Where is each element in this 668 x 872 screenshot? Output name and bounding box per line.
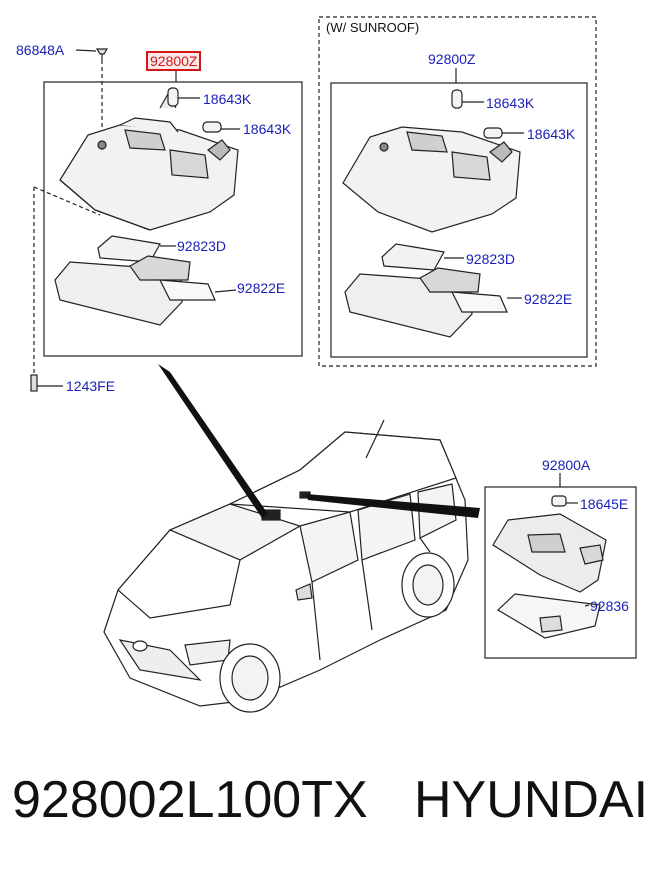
label-sunroof-caption: (W/ SUNROOF) [326, 20, 420, 35]
label-sunroof-assy-92800z: 92800Z [428, 51, 476, 67]
label-bulb-18643k-side: 18643K [243, 121, 292, 137]
label-lens-92823d: 92823D [177, 238, 227, 254]
sunroof-lens-cover-plate-icon [344, 267, 522, 338]
lens-cover-plate-icon [54, 255, 237, 326]
screw-1243fe-icon [30, 374, 63, 392]
label-sunroof-lens-92822e: 92822E [524, 291, 573, 307]
lens-92823d-icon [97, 235, 176, 263]
part-number-text: 928002L100TX [12, 771, 368, 829]
sunroof-bulb-18643k-icon [451, 89, 484, 109]
bolt-86848a-icon [95, 48, 109, 140]
sunroof-assy-frame [330, 82, 588, 358]
label-sunroof-bulb-18643k-top: 18643K [486, 95, 535, 111]
label-rear-bulb-18645e: 18645E [580, 496, 629, 512]
bulb-18643k-side-icon [202, 121, 240, 133]
pointer-to-rear-lamp [306, 494, 480, 518]
brand-text: HYUNDAI [414, 771, 649, 829]
label-main-assy-92800z[interactable]: 92800Z [146, 51, 202, 71]
bulb-18643k-icon [167, 87, 200, 107]
label-rear-assy-92800a: 92800A [542, 457, 591, 473]
label-bolt-86848a: 86848A [16, 42, 65, 58]
sunroof-lens-92823d-icon [381, 243, 464, 271]
label-bulb-18643k-top: 18643K [203, 91, 252, 107]
bulb-18645e-icon [551, 495, 578, 507]
label-screw-1243fe: 1243FE [66, 378, 116, 394]
label-sunroof-bulb-18643k-side: 18643K [527, 126, 576, 142]
sunroof-dashed-frame [318, 16, 597, 367]
pointer-to-front-lamp [158, 364, 268, 518]
label-lens-92822e: 92822E [237, 280, 286, 296]
rear-lamp-housing-icon [492, 513, 607, 593]
sunroof-bulb-18643k-side-icon [483, 127, 524, 139]
overhead-console-housing-icon [59, 92, 239, 231]
rear-lens-92836-icon [497, 593, 601, 639]
label-rear-lens-92836: 92836 [590, 598, 629, 614]
car-illustration-icon [103, 419, 469, 713]
sunroof-console-housing-icon [342, 126, 521, 233]
label-sunroof-lens-92823d: 92823D [466, 251, 516, 267]
main-assy-frame [43, 81, 303, 357]
